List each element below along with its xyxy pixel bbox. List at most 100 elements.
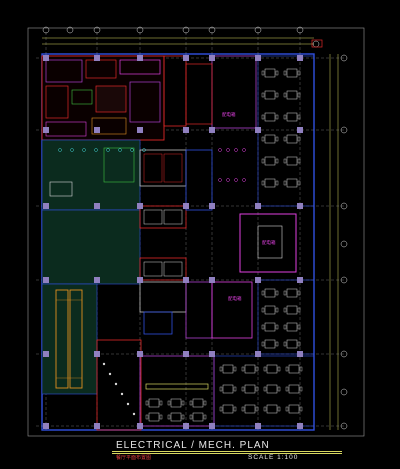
- panel-label-3: 配电箱: [228, 295, 242, 302]
- light-fixture: [226, 178, 230, 182]
- column: [137, 351, 143, 357]
- light-fixture: [108, 372, 112, 376]
- light-fixture: [234, 148, 238, 152]
- column: [183, 277, 189, 283]
- dining-table: [286, 90, 298, 100]
- grid-bubbles-right: [340, 54, 348, 430]
- structural-columns: [43, 55, 303, 429]
- dining-table: [286, 68, 298, 78]
- chair: [219, 386, 223, 392]
- drawing-subtitle: 餐厅平面布置图: [116, 455, 152, 461]
- light-fixture: [218, 178, 222, 182]
- light-fixture: [70, 148, 74, 152]
- column: [94, 351, 100, 357]
- core-lower: [139, 257, 213, 339]
- chair: [283, 114, 287, 120]
- chair: [261, 290, 265, 296]
- chair: [261, 158, 265, 164]
- column: [43, 55, 49, 61]
- dining-table: [264, 339, 276, 349]
- light-fixture: [120, 392, 124, 396]
- chair: [297, 290, 301, 296]
- title-block: ELECTRICAL / MECH. PLAN 餐厅平面布置图 SCALE 1:…: [112, 440, 342, 466]
- core-upper: [139, 149, 213, 229]
- column: [297, 203, 303, 209]
- dining-table: [266, 364, 278, 374]
- chair: [241, 406, 245, 412]
- chair: [219, 366, 223, 372]
- column: [297, 423, 303, 429]
- chair: [275, 70, 279, 76]
- chair: [219, 406, 223, 412]
- chair: [283, 70, 287, 76]
- column: [297, 351, 303, 357]
- column: [209, 55, 215, 61]
- chair: [159, 400, 163, 406]
- chair: [297, 341, 301, 347]
- dining-table: [244, 404, 256, 414]
- light-fixture: [242, 148, 246, 152]
- light-fixture: [106, 148, 110, 152]
- light-fixture: [130, 148, 134, 152]
- column: [43, 423, 49, 429]
- dining-table: [264, 322, 276, 332]
- column: [183, 203, 189, 209]
- chair: [299, 406, 303, 412]
- column: [183, 351, 189, 357]
- chair: [297, 136, 301, 142]
- bottom-area: [96, 339, 215, 431]
- chair: [283, 341, 287, 347]
- column: [94, 55, 100, 61]
- kitchen-area: [41, 55, 187, 141]
- chair: [283, 136, 287, 142]
- drawing-scale: SCALE 1:100: [248, 454, 299, 461]
- chair: [277, 386, 281, 392]
- chair: [261, 92, 265, 98]
- column: [183, 127, 189, 133]
- chair: [167, 414, 171, 420]
- chair: [189, 414, 193, 420]
- chair: [233, 366, 237, 372]
- chair: [255, 386, 259, 392]
- light-fixture: [118, 148, 122, 152]
- title-underline-2: [112, 453, 342, 454]
- column: [209, 277, 215, 283]
- chair: [189, 400, 193, 406]
- column: [297, 277, 303, 283]
- chair: [283, 324, 287, 330]
- light-fixture: [132, 412, 136, 416]
- dining-table: [170, 412, 182, 422]
- dining-tables: [145, 68, 303, 422]
- column: [137, 55, 143, 61]
- chair: [275, 290, 279, 296]
- dining-table: [266, 404, 278, 414]
- chair: [255, 406, 259, 412]
- chair: [255, 366, 259, 372]
- dining-table: [264, 305, 276, 315]
- chair: [241, 366, 245, 372]
- light-fixture: [102, 362, 106, 366]
- chair: [297, 92, 301, 98]
- light-fixture: [82, 148, 86, 152]
- chair: [159, 414, 163, 420]
- chair: [297, 70, 301, 76]
- chair: [299, 366, 303, 372]
- chair: [145, 414, 149, 420]
- column: [43, 203, 49, 209]
- dining-table: [286, 305, 298, 315]
- dining-table: [286, 178, 298, 188]
- dining-table: [148, 398, 160, 408]
- chair: [233, 386, 237, 392]
- chair: [275, 307, 279, 313]
- light-fixture: [234, 178, 238, 182]
- north-tag: [311, 39, 323, 48]
- chair: [261, 136, 265, 142]
- left-dining-zone: [41, 139, 141, 285]
- light-fixture: [126, 402, 130, 406]
- light-fixture: [142, 148, 146, 152]
- light-fixtures: [58, 148, 246, 416]
- dining-table: [286, 156, 298, 166]
- chair: [275, 114, 279, 120]
- chair: [283, 180, 287, 186]
- column: [255, 423, 261, 429]
